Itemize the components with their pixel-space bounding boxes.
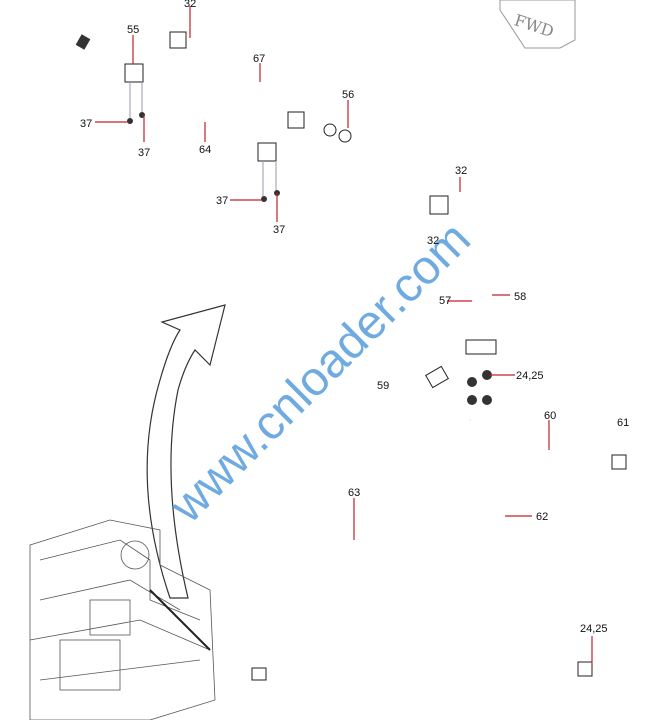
label-59: 59 xyxy=(377,380,389,392)
label-62: 62 xyxy=(536,511,548,523)
direction-arrow xyxy=(146,304,226,599)
label-37-c: 37 xyxy=(216,195,228,207)
machine-overview-sketch xyxy=(29,519,216,720)
label-32-top: 32 xyxy=(184,0,196,10)
fwd-direction-marker: FWD xyxy=(499,0,576,49)
label-37-d: 37 xyxy=(273,224,285,236)
label-64: 64 xyxy=(199,144,211,156)
label-67: 67 xyxy=(253,53,265,65)
label-37-b: 37 xyxy=(138,147,150,159)
label-56: 56 xyxy=(342,89,354,101)
label-58: 58 xyxy=(514,291,526,303)
pipe-67 xyxy=(173,36,492,345)
bolts xyxy=(127,82,492,405)
pipe-64 xyxy=(75,34,473,423)
label-24-25-top: 24,25 xyxy=(516,370,544,382)
part-labels: 32 55 67 56 37 37 64 37 37 32 32 57 58 2… xyxy=(80,0,629,635)
label-32-low: 32 xyxy=(427,235,439,247)
clamps xyxy=(124,31,497,389)
label-55: 55 xyxy=(127,24,139,36)
hoses xyxy=(251,409,627,681)
label-24-25-bottom: 24,25 xyxy=(580,623,608,635)
label-37-a: 37 xyxy=(80,118,92,130)
label-60: 60 xyxy=(544,410,556,422)
label-61: 61 xyxy=(617,417,629,429)
label-32-mid: 32 xyxy=(455,165,467,177)
leader-lines xyxy=(95,6,593,665)
label-63: 63 xyxy=(348,487,360,499)
label-57: 57 xyxy=(439,295,451,307)
